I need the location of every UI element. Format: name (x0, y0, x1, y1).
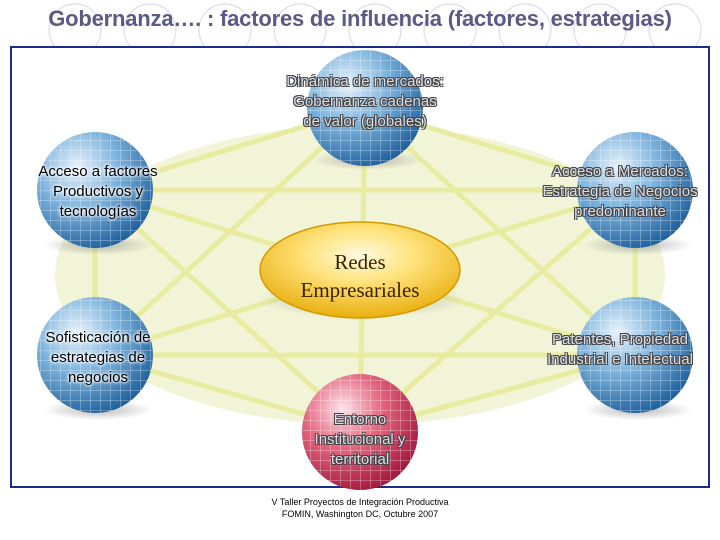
decorative-circles (48, 3, 702, 50)
footer-credit: V Taller Proyectos de Integración Produc… (271, 497, 449, 519)
globe-upper-right (577, 132, 693, 255)
node-label-upper-left: Acceso a factores Productivos y tecnolog… (38, 163, 158, 220)
slide-title: Gobernanza…. : factores de influencia (f… (48, 6, 672, 31)
node-label-bottom: Entorno Institucional y territorial (314, 411, 406, 468)
globe-lower-left (37, 297, 153, 420)
center-label: Redes Empresariales (300, 250, 420, 302)
node-label-upper-right: Acceso a Mercados: Estrategia de Negocio… (542, 163, 698, 220)
globe-top (307, 50, 423, 170)
globe-upper-left (37, 132, 153, 255)
center-node (259, 221, 461, 319)
node-label-top: Dinámica de mercados: Gobernanza cadenas… (286, 73, 444, 130)
node-label-lower-right: Patentes, Propiedad Industrial e Intelec… (547, 331, 693, 368)
globe-lower-right (577, 297, 693, 420)
globe-bottom (302, 374, 418, 490)
node-label-lower-left: Sofisticación de estrategias de negocios (45, 329, 151, 386)
